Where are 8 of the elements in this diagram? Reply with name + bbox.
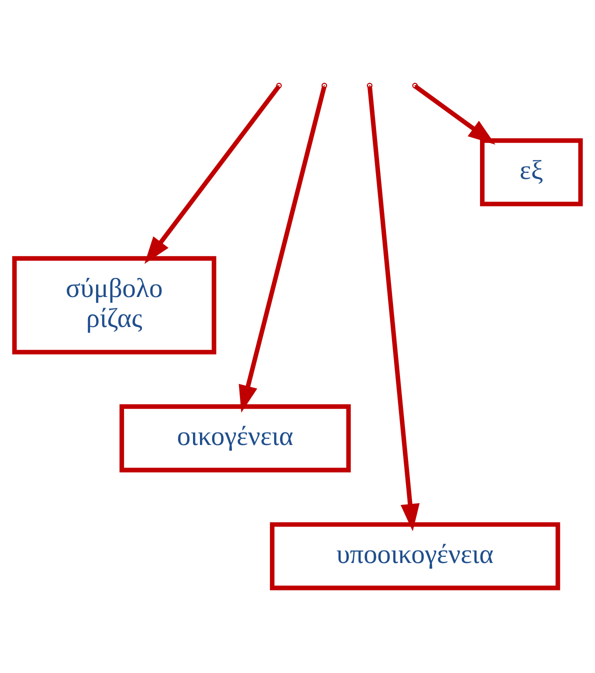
arrow <box>414 84 496 145</box>
node-box: σύμβολο ρίζας <box>12 256 216 354</box>
arrow <box>238 86 326 413</box>
arrow <box>367 86 420 532</box>
arrow <box>144 84 281 264</box>
node-box: οικογένεια <box>120 404 351 472</box>
node-box: υποοικογένεια <box>270 522 560 590</box>
node-box: εξ <box>480 138 583 206</box>
